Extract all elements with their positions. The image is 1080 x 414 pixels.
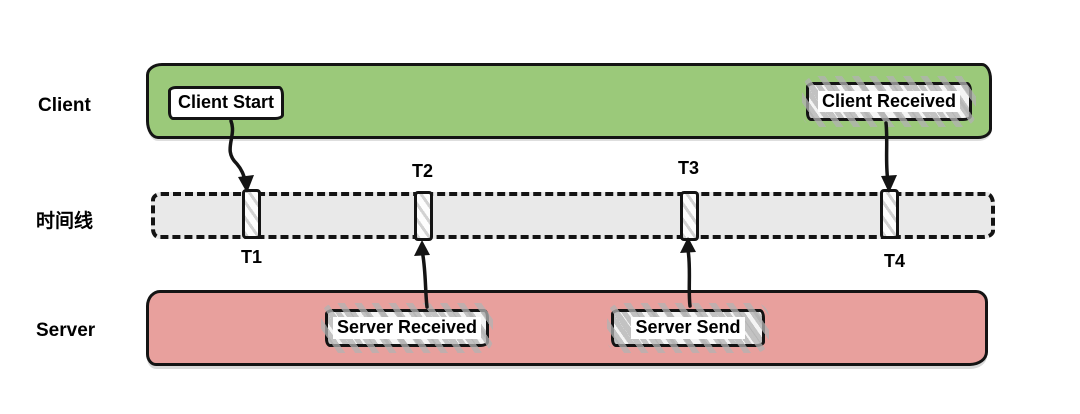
- client-start-node: Client Start: [168, 86, 284, 120]
- client-received-node: Client Received: [802, 76, 976, 127]
- t4-label: T4: [884, 251, 906, 271]
- server-lane-bar: [146, 290, 988, 366]
- server-send-label: Server Send: [631, 317, 745, 339]
- server-received-node: Server Received: [321, 303, 493, 353]
- timeline-tick-t4: [880, 189, 899, 239]
- server-send-node: Server Send: [607, 303, 769, 353]
- timeline-lane-label: 时间线: [36, 211, 94, 232]
- client-lane-label: Client: [38, 95, 91, 116]
- t1-label: T1: [241, 247, 263, 267]
- t3-label: T3: [678, 158, 700, 178]
- timeline-tick-t2: [414, 191, 433, 241]
- timeline-bar: [151, 192, 995, 239]
- client-start-label: Client Start: [173, 92, 278, 114]
- server-received-label: Server Received: [332, 317, 482, 339]
- server-lane-label: Server: [36, 320, 96, 341]
- timeline-tick-t1: [242, 189, 261, 239]
- timeline-tick-t3: [680, 191, 699, 241]
- t2-label: T2: [412, 161, 434, 181]
- client-received-label: Client Received: [817, 90, 961, 113]
